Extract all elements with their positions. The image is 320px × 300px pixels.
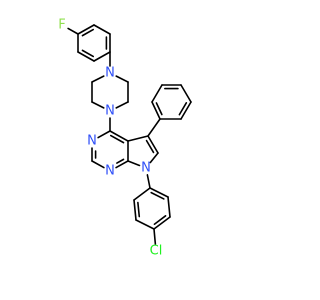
bond-c4a-c5 [127,135,149,142]
bond-cp2-cp3 [167,196,171,218]
bond-cp6-cp1 [133,187,151,201]
bond-F-f2 [67,27,79,35]
bond-ph5-ph6 [180,101,192,120]
bond-N7-c7a [127,160,141,167]
bond-ph2-ph3 [151,84,163,103]
bond-p2-N2 [115,101,129,109]
bond-c6-N7 [149,152,159,164]
bond-f2-f3 [77,24,95,35]
bond-cp3-cp4-inner [153,215,167,226]
bond-N7-cp1 [146,174,151,189]
bond-c4-c4a-inner [109,134,125,144]
bond-cp5-cp6-inner [137,201,141,218]
atom-label-n5: N [141,161,151,176]
bond-ph1-ph2-inner [155,102,163,116]
bond-N3-c4 [97,130,111,139]
bond-cp3-cp4 [153,216,171,230]
bond-c4-c4a [109,130,129,142]
atom-label-f: F [58,18,65,33]
bond-c5-ph1 [147,118,161,137]
atom-label-n4: N [105,164,115,179]
bond-p4-N1 [91,75,105,83]
atom-label-n2: N [105,104,115,119]
bond-ph5-ph6-inner [178,102,188,116]
bond-c7a-N1b [115,160,129,169]
atom-label-cl: Cl [150,244,163,259]
bond-f6-f1 [77,51,95,62]
atom-label-n3: N [87,134,97,149]
bond-cp4-cp5 [135,219,155,230]
bond-cp1-cp2-inner [150,191,165,200]
bond-cp5-cp6 [133,199,137,221]
bond-ph1-ph2 [151,101,161,120]
bond-f3-f4 [93,24,111,35]
bond-f2-f3-inner [81,28,95,37]
bond-c5-c6 [147,135,159,154]
bond-layer [67,24,192,245]
bond-c5-c6-inner [145,139,155,154]
bond-N1b-c2 [91,160,105,169]
bond-f5-f6 [93,51,111,62]
bond-cp1-cp2 [149,187,169,198]
bond-N1-p1 [115,75,129,83]
bond-c7a-N1b-inner [116,158,125,164]
atom-label-n1: N [105,66,115,81]
bond-f6-f1-inner [81,49,95,58]
bond-cp4-Cl [153,228,157,245]
bond-ph4-ph5 [180,84,192,103]
bond-N2-p3 [91,101,105,109]
